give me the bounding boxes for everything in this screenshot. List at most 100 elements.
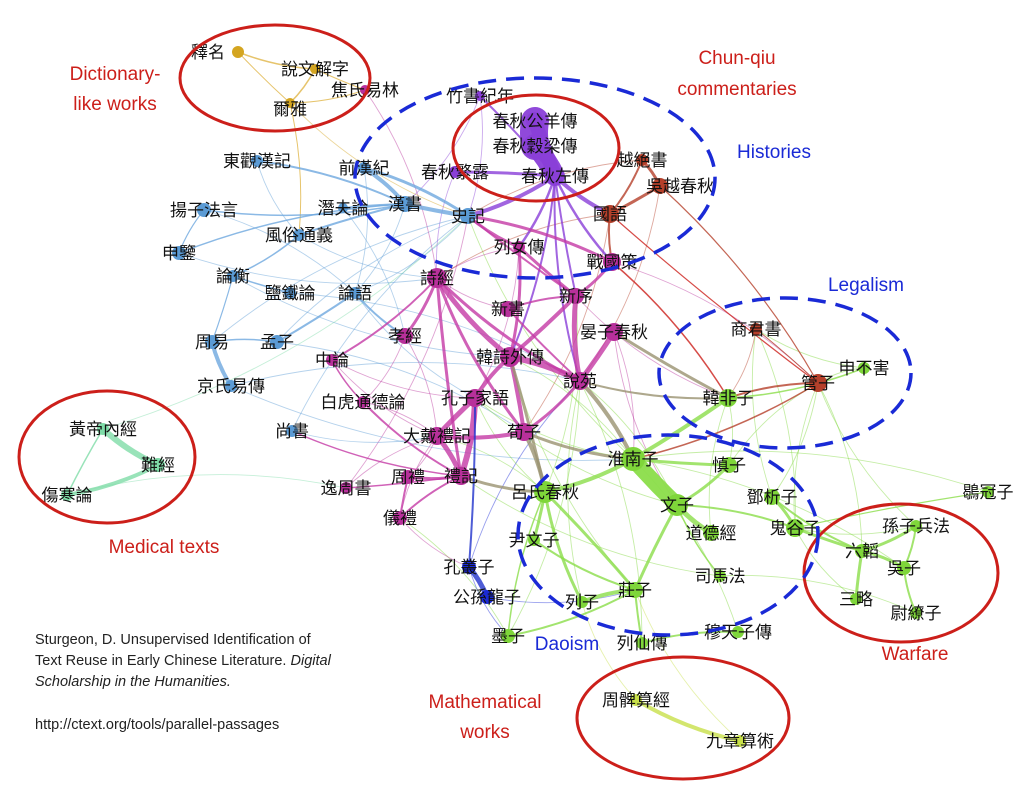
node-huainanzi[interactable] bbox=[621, 447, 645, 471]
node-hanshiwai[interactable] bbox=[500, 347, 520, 367]
node-sanlue[interactable] bbox=[850, 593, 862, 605]
node-qianhanji[interactable] bbox=[358, 162, 370, 174]
node-lunheng[interactable] bbox=[227, 270, 239, 282]
node-guanzi[interactable] bbox=[809, 374, 827, 392]
edge-huainanzi-xunzi bbox=[522, 430, 635, 461]
node-zuozhuan[interactable] bbox=[546, 167, 564, 185]
node-yantie[interactable] bbox=[284, 287, 296, 299]
node-fengsu[interactable] bbox=[293, 229, 305, 241]
node-jiuzhang[interactable] bbox=[734, 735, 746, 747]
node-lunyu[interactable] bbox=[349, 287, 361, 299]
node-sunzi[interactable] bbox=[910, 520, 922, 532]
node-xunzi[interactable] bbox=[515, 423, 533, 441]
node-label-guliang: 春秋穀梁傳 bbox=[493, 137, 578, 157]
node-zhouli[interactable] bbox=[401, 470, 415, 484]
node-shangjun[interactable] bbox=[750, 323, 762, 335]
node-xiaojing[interactable] bbox=[397, 328, 413, 344]
node-label-gongyang: 春秋公羊傳 bbox=[493, 112, 578, 132]
node-label-xinxu: 新序 bbox=[559, 287, 593, 307]
node-liutao[interactable] bbox=[855, 544, 869, 558]
node-liji[interactable] bbox=[452, 467, 470, 485]
node-shiji[interactable] bbox=[460, 208, 476, 224]
node-yangzi[interactable] bbox=[197, 203, 211, 217]
node-label-gongsunlong: 公孫龍子 bbox=[453, 588, 521, 608]
warfare-group-outline bbox=[802, 502, 1000, 644]
node-xinshu[interactable] bbox=[500, 301, 516, 317]
node-hanshu[interactable] bbox=[397, 196, 413, 212]
node-shuowen[interactable] bbox=[310, 64, 320, 74]
node-mutianzi[interactable] bbox=[732, 626, 744, 638]
node-label-liji: 禮記 bbox=[444, 467, 478, 487]
node-liezi[interactable] bbox=[576, 596, 588, 608]
edge-zuozhuan-chunqiufanlu bbox=[453, 170, 557, 178]
edge-shijing-liji bbox=[435, 276, 463, 478]
citation-line-2: Text Reuse in Early Chinese Literature. bbox=[35, 653, 291, 669]
node-dadai[interactable] bbox=[428, 427, 446, 445]
node-label-yili: 儀禮 bbox=[383, 509, 417, 529]
node-label-yangzi: 揚子法言 bbox=[170, 201, 238, 221]
node-wuzi[interactable] bbox=[897, 561, 911, 575]
node-zhoushu[interactable] bbox=[340, 482, 352, 494]
node-label-yinwenzi: 尹文子 bbox=[509, 531, 560, 551]
node-heguanzi[interactable] bbox=[982, 486, 994, 498]
node-huangdi[interactable] bbox=[97, 423, 109, 435]
node-lienu[interactable] bbox=[513, 241, 525, 253]
node-mengzi[interactable] bbox=[270, 335, 284, 349]
node-hanfeizi[interactable] bbox=[719, 389, 737, 407]
node-zhouyi[interactable] bbox=[205, 335, 219, 349]
node-shuoyuan[interactable] bbox=[571, 372, 589, 390]
node-shangshu[interactable] bbox=[286, 425, 298, 437]
edge-hanshu-dongguan bbox=[256, 160, 406, 205]
node-guoyu[interactable] bbox=[601, 205, 619, 223]
node-erya[interactable] bbox=[285, 98, 295, 108]
node-shenzi[interactable] bbox=[721, 457, 737, 473]
node-zhonglun[interactable] bbox=[326, 354, 338, 366]
node-weiliaozi[interactable] bbox=[910, 607, 922, 619]
node-label-yanzi: 晏子春秋 bbox=[580, 323, 648, 343]
node-liexian[interactable] bbox=[636, 637, 648, 649]
node-label-chunqiufanlu: 春秋繁露 bbox=[421, 163, 489, 183]
node-zhushu[interactable] bbox=[475, 91, 485, 101]
node-yili[interactable] bbox=[393, 511, 407, 525]
edge-yangzi-lunyu bbox=[203, 209, 356, 294]
node-shijing[interactable] bbox=[427, 268, 447, 288]
edge-zuozhuan-zhanguoce bbox=[553, 174, 614, 264]
node-kongcongzi[interactable] bbox=[462, 560, 476, 574]
node-guliang[interactable] bbox=[523, 134, 547, 158]
node-lushi[interactable] bbox=[534, 481, 556, 503]
node-dengxi[interactable] bbox=[764, 489, 780, 505]
edge-guanzi-hanfeizi bbox=[727, 382, 819, 399]
node-wenzi[interactable] bbox=[666, 494, 688, 516]
citation-url[interactable]: http://ctext.org/tools/parallel-passages bbox=[35, 717, 280, 733]
node-mozi[interactable] bbox=[501, 629, 515, 643]
node-yinwenzi[interactable] bbox=[528, 534, 540, 546]
node-guiguzi[interactable] bbox=[786, 519, 804, 537]
edge-kongcongzi-mozi bbox=[468, 566, 509, 637]
node-gongsunlong[interactable] bbox=[480, 590, 494, 604]
medical-group-outline bbox=[17, 389, 197, 525]
node-kongzijiayu[interactable] bbox=[466, 389, 484, 407]
node-xinxu[interactable] bbox=[568, 288, 584, 304]
node-qianfu[interactable] bbox=[338, 203, 348, 213]
node-simafa[interactable] bbox=[714, 570, 726, 582]
node-daodejing[interactable] bbox=[703, 525, 719, 541]
node-shanghan[interactable] bbox=[61, 489, 73, 501]
node-dongguan[interactable] bbox=[251, 155, 263, 167]
node-shenbuhai[interactable] bbox=[858, 362, 870, 374]
edge-heguanzi-huainanzi bbox=[632, 450, 989, 493]
node-yuejue[interactable] bbox=[636, 154, 648, 166]
node-baihu[interactable] bbox=[357, 396, 369, 408]
node-nanjing[interactable] bbox=[151, 458, 165, 472]
node-jingshi[interactable] bbox=[225, 380, 237, 392]
node-label-shangjun: 商君書 bbox=[731, 320, 782, 340]
node-gongyang[interactable] bbox=[526, 112, 544, 130]
node-shenjian[interactable] bbox=[172, 246, 186, 260]
node-zhoubi[interactable] bbox=[630, 694, 642, 706]
node-wuyue[interactable] bbox=[652, 178, 668, 194]
node-label-lunyu: 論語 bbox=[338, 284, 372, 304]
node-zhuangzi[interactable] bbox=[627, 582, 643, 598]
edge-lushi-dadai bbox=[436, 435, 546, 493]
edge-liexian-shuoyuan bbox=[579, 380, 643, 644]
node-yanzi[interactable] bbox=[605, 323, 623, 341]
node-shiming[interactable] bbox=[232, 46, 244, 58]
